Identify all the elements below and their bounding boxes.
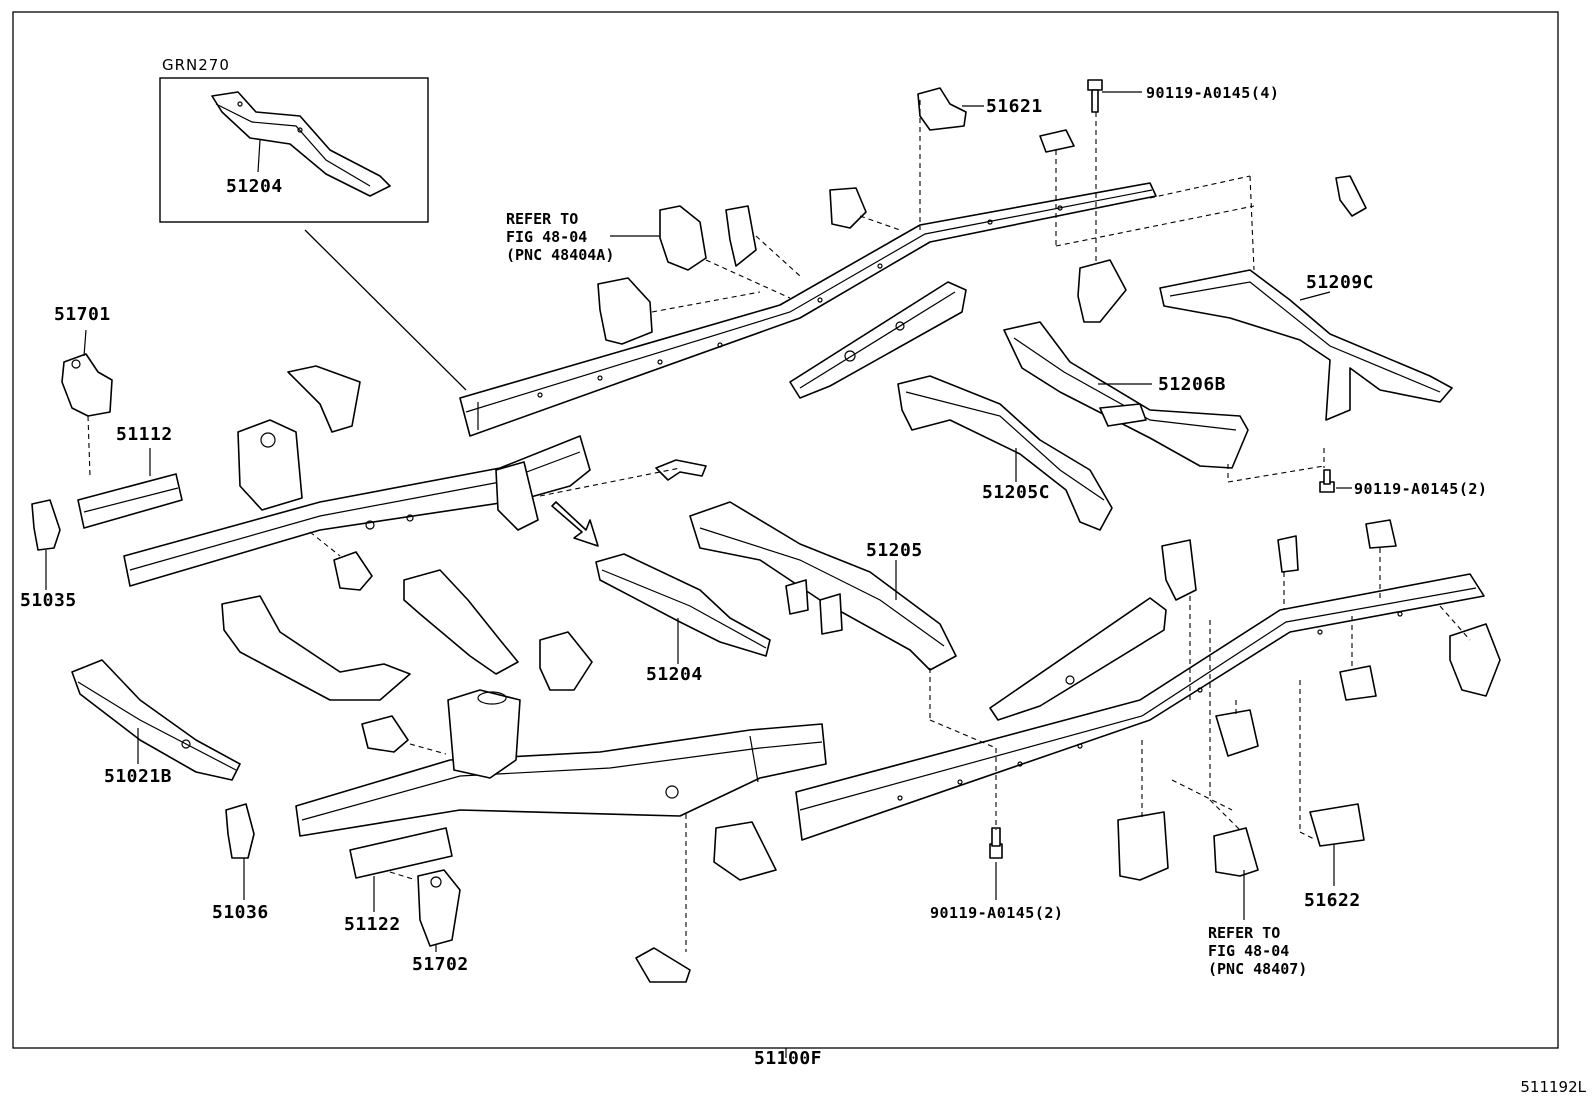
ref-note-line: REFER TO (506, 210, 579, 228)
inset-crossmember-51204 (211, 91, 391, 197)
ref-note-48404a[interactable]: REFER TO FIG 48-04 (PNC 48404A) (506, 210, 614, 264)
part-label-bolt-2b[interactable]: 90119-A0145(2) (930, 904, 1064, 922)
assembly-label[interactable]: 51100F (754, 1048, 823, 1069)
part-label-51204[interactable]: 51204 (646, 664, 703, 685)
right-inner-reinforcement (989, 597, 1167, 721)
part-label-51021b[interactable]: 51021B (104, 766, 173, 787)
upper-side-rail (459, 182, 1157, 437)
bracket-upper-left (287, 365, 361, 433)
part-label-51702[interactable]: 51702 (412, 954, 469, 975)
variant-inset-box (159, 77, 429, 223)
part-label-51209c[interactable]: 51209C (1306, 272, 1375, 293)
reinforcement-51122 (349, 827, 453, 879)
part-label-51701[interactable]: 51701 (54, 304, 111, 325)
right-lower-rail (795, 573, 1485, 841)
left-upper-rail (123, 419, 591, 587)
bolt-lower (989, 827, 1003, 859)
leader-lines (243, 105, 1335, 920)
top-brackets (597, 87, 1367, 345)
part-label-51112[interactable]: 51112 (116, 424, 173, 445)
illustration-id: 511192L (1520, 1078, 1586, 1096)
inset-leader (304, 229, 467, 391)
ref-note-48407[interactable]: REFER TO FIG 48-04 (PNC 48407) (1208, 924, 1307, 978)
bracket-51702 (417, 869, 461, 947)
reinforcement-51112 (77, 473, 183, 529)
right-lower-brackets (1117, 519, 1501, 881)
upper-inner-reinforcement (789, 281, 967, 399)
crossmember-51206b (1003, 321, 1249, 469)
part-label-51204-inset[interactable]: 51204 (226, 176, 283, 197)
part-label-51205c[interactable]: 51205C (982, 482, 1051, 503)
bolt-upper (1087, 79, 1103, 113)
ref-note-line: (PNC 48404A) (506, 246, 615, 264)
crossmember-51205c (897, 375, 1113, 531)
lower-left-brackets (221, 551, 593, 753)
part-label-51622[interactable]: 51622 (1304, 890, 1361, 911)
ref-note-line: FIG 48-04 (1208, 942, 1290, 960)
bracket-51036 (225, 803, 255, 859)
ref-note-line: (PNC 48407) (1208, 960, 1308, 978)
part-label-bolt-2a[interactable]: 90119-A0145(2) (1354, 480, 1488, 498)
part-label-51205[interactable]: 51205 (866, 540, 923, 561)
crossmember-51209c (1159, 269, 1453, 421)
ref-note-line: REFER TO (1208, 924, 1281, 942)
hook-center (655, 459, 707, 481)
member-51021b (71, 659, 241, 781)
variant-tag: GRN270 (162, 56, 230, 74)
part-label-51206b[interactable]: 51206B (1158, 374, 1227, 395)
crossmember-51204 (595, 553, 771, 657)
bracket-51035 (31, 499, 61, 551)
part-label-bolt-4[interactable]: 90119-A0145(4) (1146, 84, 1280, 102)
arrow-direction (551, 501, 599, 547)
bolt-right (1319, 469, 1335, 493)
lower-mid-brackets (635, 821, 777, 983)
crossmember-51205 (689, 501, 957, 671)
part-label-51122[interactable]: 51122 (344, 914, 401, 935)
dashed-guides (87, 100, 1471, 952)
left-lower-rail (295, 689, 827, 837)
ref-note-line: FIG 48-04 (506, 228, 588, 246)
bracket-51701 (61, 353, 113, 417)
part-label-51035[interactable]: 51035 (20, 590, 77, 611)
part-label-51036[interactable]: 51036 (212, 902, 269, 923)
part-label-51621[interactable]: 51621 (986, 96, 1043, 117)
